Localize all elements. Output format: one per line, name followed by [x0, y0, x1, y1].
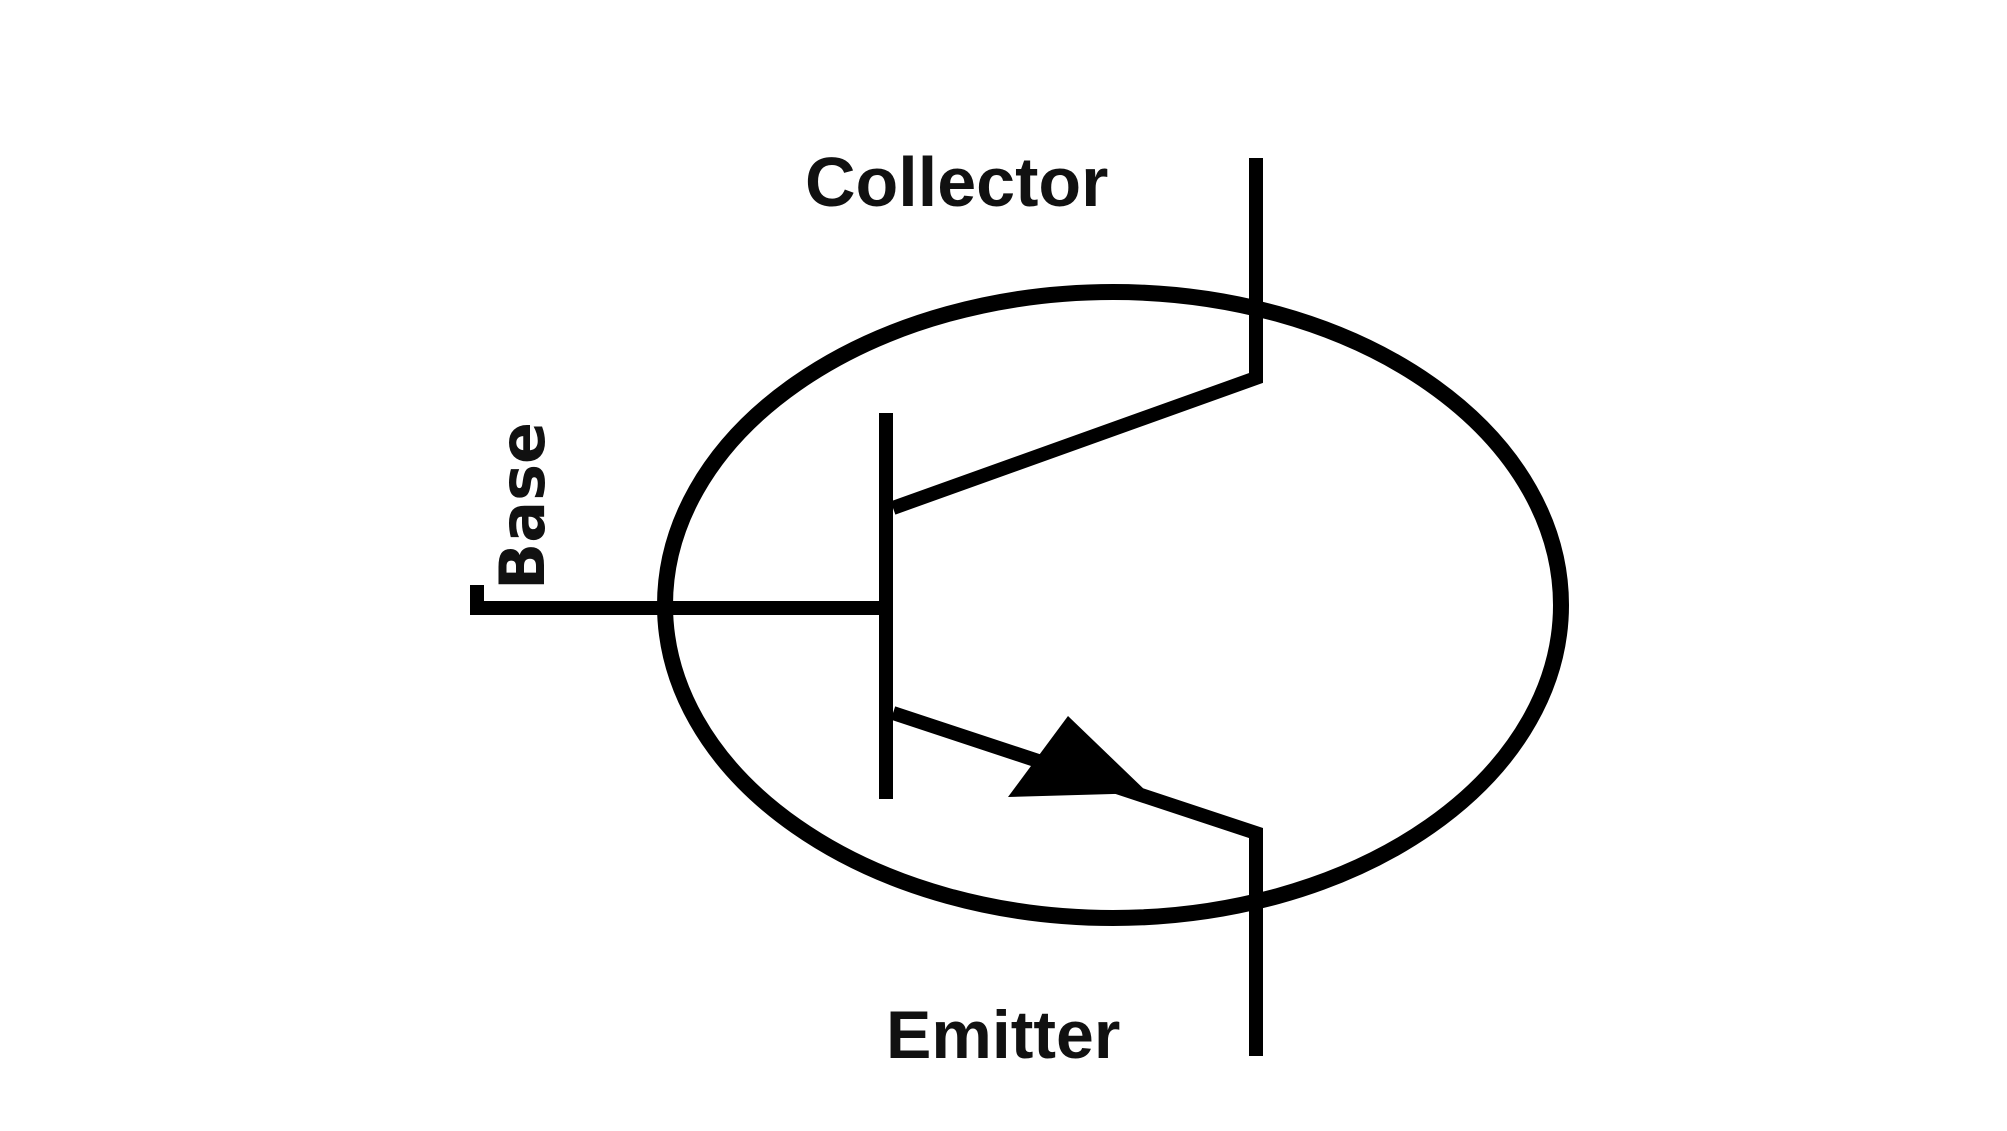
base-label: Base [486, 422, 559, 590]
emitter-lead [890, 706, 1263, 1056]
collector-lead [890, 158, 1263, 515]
emitter-label: Emitter [886, 997, 1120, 1073]
collector-label: Collector [805, 143, 1108, 221]
emitter-arrow-icon [1008, 716, 1148, 797]
